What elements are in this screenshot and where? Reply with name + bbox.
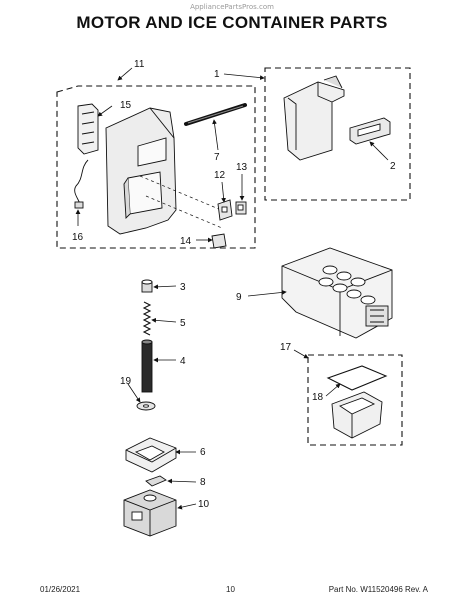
- callout-16: 16: [72, 232, 84, 243]
- part-17-lower-bin: [331, 391, 383, 439]
- part-14-clip: [211, 233, 227, 249]
- group-box-1: [264, 67, 411, 201]
- footer-date: 01/26/2021: [40, 585, 81, 594]
- callout-5: 5: [180, 318, 186, 329]
- part-12-bracket: [217, 199, 233, 221]
- footer-part-number: Part No. W11520496 Rev. A: [328, 585, 428, 594]
- callout-3: 3: [180, 282, 186, 293]
- callout-17: 17: [280, 342, 292, 353]
- ice-container-housing: [105, 107, 177, 235]
- part-13-switch: [235, 201, 247, 215]
- callout-8: 8: [200, 477, 206, 488]
- part-16-wire-harness: [74, 159, 89, 209]
- part-5-spring: [142, 301, 152, 336]
- part-8-gasket: [145, 475, 167, 487]
- group-box-11: [56, 85, 256, 249]
- part-10-motor: [123, 489, 177, 537]
- part-18-gasket: [326, 365, 388, 391]
- callout-4: 4: [180, 356, 186, 367]
- part-9-ice-maker: [281, 247, 393, 339]
- page-title: MOTOR AND ICE CONTAINER PARTS: [76, 13, 388, 32]
- callout-11: 11: [134, 59, 145, 70]
- part-15-panel: [77, 103, 99, 155]
- callout-10: 10: [198, 499, 210, 510]
- part-3-coupler: [141, 279, 153, 293]
- callout-1: 1: [214, 69, 220, 80]
- part-2-handle: [349, 117, 391, 145]
- part-4-shaft: [141, 339, 153, 393]
- callout-13: 13: [236, 162, 248, 173]
- callout-2: 2: [390, 161, 396, 172]
- callout-18: 18: [312, 392, 324, 403]
- callout-15: 15: [120, 100, 132, 111]
- callout-6: 6: [200, 447, 206, 458]
- part-6-motor-mount: [125, 437, 177, 473]
- callout-9: 9: [236, 292, 242, 303]
- group-box-17: [307, 354, 403, 446]
- callout-14: 14: [180, 236, 192, 247]
- callout-12: 12: [214, 170, 226, 181]
- part-19-washer: [136, 401, 156, 411]
- footer-page-number: 10: [226, 585, 235, 594]
- part-1-ice-bin: [283, 75, 345, 161]
- callout-7: 7: [214, 152, 220, 163]
- watermark: AppliancePartsPros.com: [190, 3, 274, 11]
- callout-19: 19: [120, 376, 132, 387]
